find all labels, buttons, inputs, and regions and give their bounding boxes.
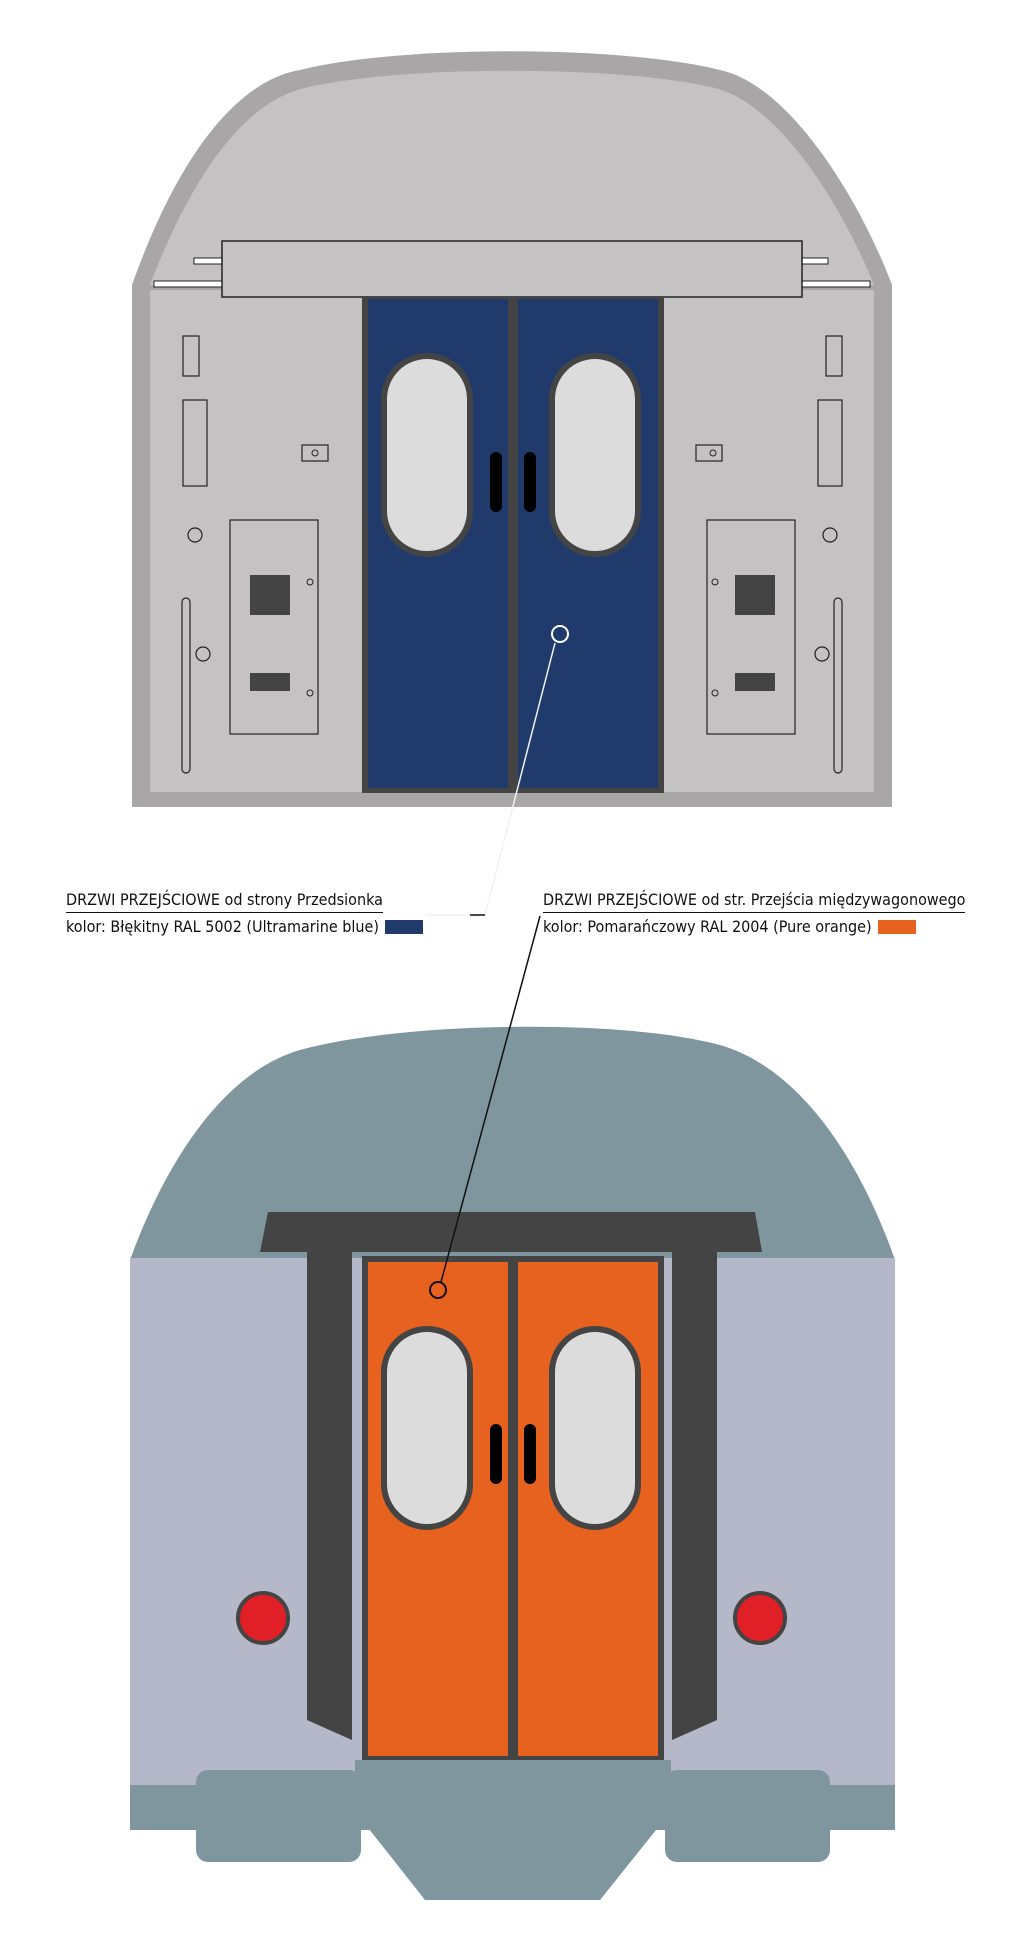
- left-switch-slot: [182, 335, 200, 377]
- right-lock-box: [695, 444, 723, 462]
- gangway-window-right: [549, 1326, 641, 1530]
- right-bolt-lower: [814, 646, 830, 662]
- gangway-handle-right: [524, 1424, 536, 1484]
- leader-line-gangway: [440, 915, 541, 1283]
- gangway-center-step: [358, 1775, 668, 1900]
- vestibule-door-marker: [551, 625, 569, 643]
- left-bolt-lower: [195, 646, 211, 662]
- swatch-pure-orange: [877, 920, 916, 934]
- gangway-portal-left-post: [307, 1252, 352, 1740]
- right-switch-panel: [817, 399, 843, 487]
- left-service-panel: [229, 519, 319, 735]
- vestibule-side-view: [132, 51, 892, 807]
- vestibule-roof: [148, 70, 876, 290]
- caption-gangway-title: DRZWI PRZEJŚCIOWE od str. Przejścia międ…: [543, 890, 966, 913]
- left-panel-screw-2: [306, 689, 314, 697]
- left-panel-screw-1: [306, 578, 314, 586]
- buffer-right: [665, 1770, 830, 1862]
- vestibule-handle-right: [524, 452, 536, 512]
- swatch-ultramarine-blue: [385, 920, 423, 934]
- right-switch-slot: [825, 335, 843, 377]
- right-panel-screw-1: [711, 578, 719, 586]
- door-motor-cover: [221, 240, 803, 298]
- left-rail-small: [193, 257, 223, 265]
- gangway-portal-right-post: [672, 1252, 717, 1740]
- gangway-side-view: [130, 1026, 895, 1900]
- right-lock-dot: [709, 449, 717, 457]
- gangway-window-left: [381, 1326, 473, 1530]
- right-rail: [797, 280, 871, 288]
- vestibule-window-left: [381, 353, 473, 557]
- left-switch-panel: [182, 399, 208, 487]
- left-vent-lower: [250, 673, 290, 691]
- gangway-door-marker: [429, 1281, 447, 1299]
- gangway-portal-top: [260, 1212, 762, 1252]
- caption-gangway-color: kolor: Pomarańczowy RAL 2004 (Pure orang…: [543, 917, 872, 936]
- gangway-threshold: [355, 1760, 671, 1780]
- left-vent-upper: [250, 575, 290, 615]
- left-rail: [153, 280, 227, 288]
- caption-vestibule-color: kolor: Błękitny RAL 5002 (Ultramarine bl…: [66, 917, 379, 936]
- caption-vestibule-title: DRZWI PRZEJŚCIOWE od strony Przedsionka: [66, 890, 383, 913]
- right-rail-small: [799, 257, 829, 265]
- tail-lamp-right: [733, 1591, 787, 1645]
- right-grab-bar: [833, 597, 843, 774]
- right-service-panel: [706, 519, 796, 735]
- left-lock-box: [301, 444, 329, 462]
- left-lock-dot: [311, 449, 319, 457]
- vestibule-window-right: [549, 353, 641, 557]
- caption-vestibule-door: DRZWI PRZEJŚCIOWE od strony Przedsionka …: [66, 890, 423, 937]
- right-vent-lower: [735, 673, 775, 691]
- left-grab-bar: [181, 597, 191, 774]
- left-bolt-upper: [187, 527, 203, 543]
- right-bolt-upper: [822, 527, 838, 543]
- buffer-left: [196, 1770, 361, 1862]
- gangway-roof: [130, 1026, 895, 1260]
- leader-lines: [425, 642, 556, 1283]
- right-vent-upper: [735, 575, 775, 615]
- caption-gangway-door: DRZWI PRZEJŚCIOWE od str. Przejścia międ…: [543, 890, 966, 937]
- vestibule-handle-left: [490, 452, 502, 512]
- gangway-handle-left: [490, 1424, 502, 1484]
- right-panel-screw-2: [711, 689, 719, 697]
- tail-lamp-left: [236, 1591, 290, 1645]
